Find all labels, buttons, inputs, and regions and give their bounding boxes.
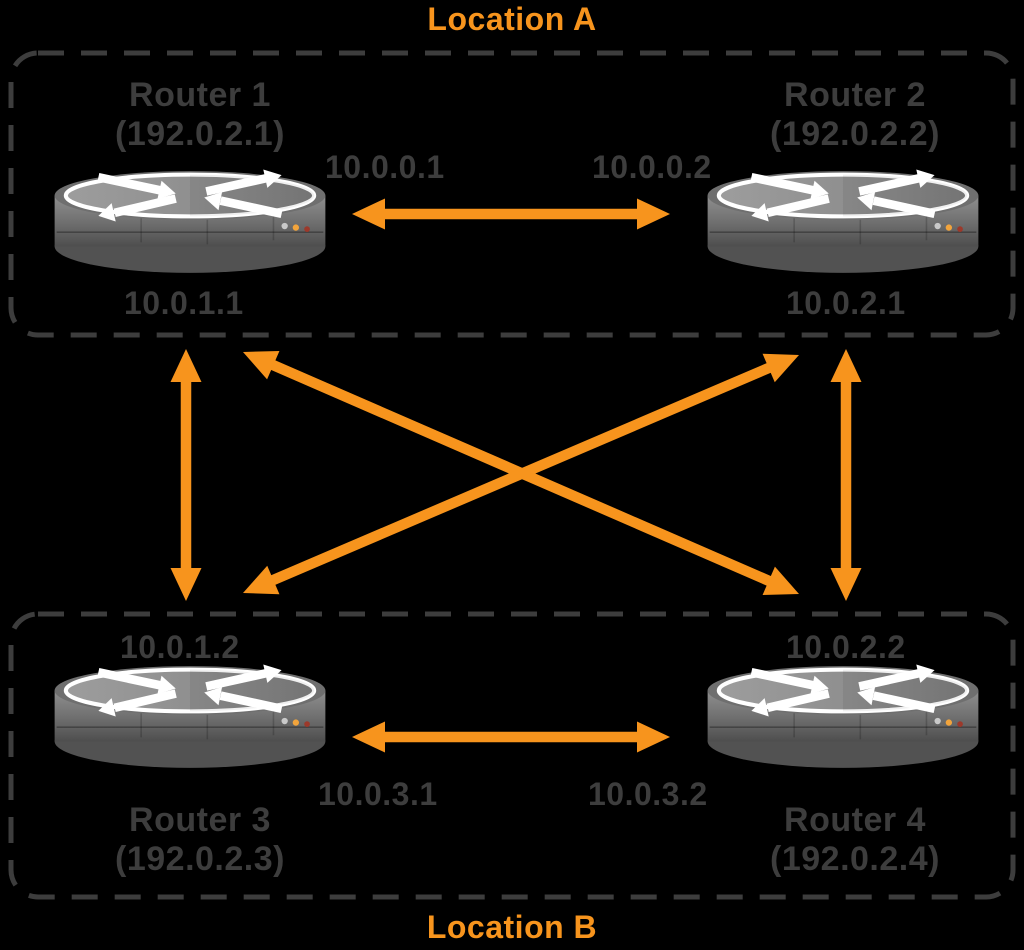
router-4-name: Router 4 <box>784 801 926 839</box>
router-4-mgmt-ip: (192.0.2.4) <box>770 840 940 878</box>
interface-ip-r1-r2: 10.0.0.1 <box>325 149 445 185</box>
router-2-label: Router 2 (192.0.2.2) <box>713 76 997 154</box>
interface-ip-r4-r2: 10.0.2.2 <box>786 629 906 665</box>
router-2-name: Router 2 <box>784 76 926 114</box>
router-2-mgmt-ip: (192.0.2.2) <box>770 115 940 153</box>
interface-ip-r2-r4: 10.0.2.1 <box>786 285 906 321</box>
router-icon <box>697 662 989 776</box>
interface-ip-r3-r1: 10.0.1.2 <box>120 629 240 665</box>
router-3-label: Router 3 (192.0.2.3) <box>58 801 342 879</box>
router-1-label: Router 1 (192.0.2.1) <box>58 76 342 154</box>
link-router3-router4 <box>352 721 670 753</box>
interface-ip-r2-r1: 10.0.0.2 <box>592 149 712 185</box>
router-3-mgmt-ip: (192.0.2.3) <box>115 840 285 878</box>
router-4-label: Router 4 (192.0.2.4) <box>713 801 997 879</box>
link-router2-router4 <box>830 349 862 601</box>
router-3-name: Router 3 <box>129 801 271 839</box>
link-router1-router3 <box>170 349 202 601</box>
link-arrows <box>170 198 862 753</box>
router-icon <box>44 662 336 776</box>
location-b-title: Location B <box>426 909 598 945</box>
link-router1-router2 <box>352 198 670 230</box>
interface-ip-r4-r3: 10.0.3.2 <box>588 776 708 812</box>
interface-ip-r1-r3: 10.0.1.1 <box>124 285 244 321</box>
location-b-boundary <box>8 611 1016 900</box>
router-icon <box>697 167 989 281</box>
interface-ip-r3-r4: 10.0.3.1 <box>318 776 438 812</box>
location-a-boundary <box>8 50 1016 338</box>
router-icon <box>44 167 336 281</box>
router-1-name: Router 1 <box>129 76 271 114</box>
link-router2-router3 <box>243 353 799 595</box>
router-1-mgmt-ip: (192.0.2.1) <box>115 115 285 153</box>
location-a-title: Location A <box>427 1 597 37</box>
